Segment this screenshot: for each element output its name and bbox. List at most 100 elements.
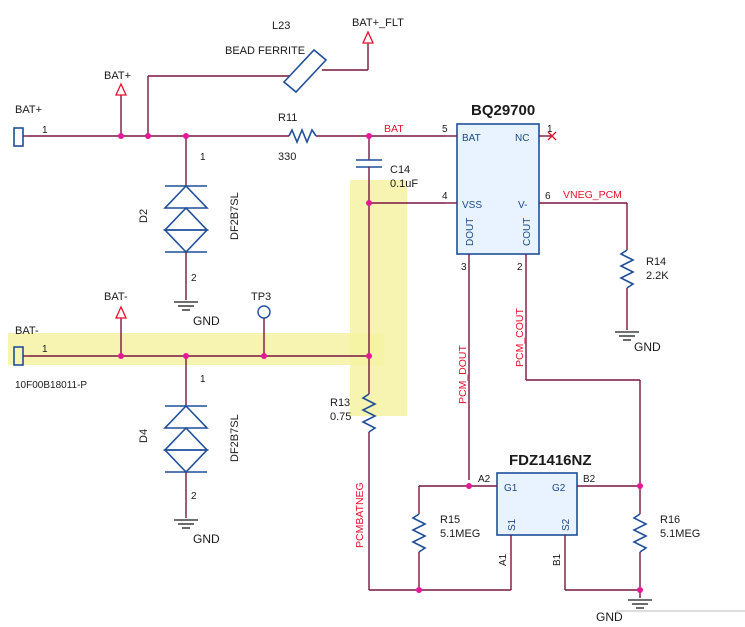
bq-pinnum-cout: 2 bbox=[517, 262, 523, 273]
junction bbox=[118, 133, 124, 139]
highlight-sense-column bbox=[350, 180, 407, 416]
fdz-pin-g2: G2 bbox=[552, 483, 566, 494]
junction bbox=[637, 587, 643, 593]
connector-pos-label: BAT+ bbox=[15, 104, 42, 116]
ground-d2: GND bbox=[174, 301, 220, 328]
resistor-r15: R15 5.1MEG bbox=[411, 486, 480, 590]
d2-ref: D2 bbox=[138, 209, 150, 223]
fdz-pinnum-b1: B1 bbox=[552, 553, 563, 566]
resistor-r16: R16 5.1MEG bbox=[632, 486, 700, 598]
r14-ref: R14 bbox=[646, 256, 666, 268]
net-pcm-dout: PCM_DOUT bbox=[457, 344, 469, 404]
bat-plus-port-label: BAT+ bbox=[104, 70, 131, 82]
fdz-pinnum-b2: B2 bbox=[583, 474, 596, 485]
net-vneg-pcm: VNEG_PCM bbox=[563, 189, 622, 201]
resistor-r11: R11 330 bbox=[278, 112, 317, 163]
power-port-bat-plus-flt: BAT+_FLT bbox=[352, 17, 404, 44]
r16-ref: R16 bbox=[660, 514, 680, 526]
power-port-bat-minus: BAT- bbox=[104, 291, 128, 319]
ferrite-ref: L23 bbox=[272, 20, 290, 32]
c14-value: 0.1uF bbox=[390, 178, 418, 190]
bq-pin-cout: COUT bbox=[522, 218, 533, 246]
power-port-bat-plus: BAT+ bbox=[104, 70, 131, 96]
junction bbox=[183, 353, 189, 359]
ground-d4: GND bbox=[174, 519, 220, 546]
fdz-pin-s2: S2 bbox=[561, 518, 572, 531]
bq-pinnum-nc: 1 bbox=[547, 124, 553, 135]
connector-part: 10F00B18011-P bbox=[15, 380, 87, 391]
r15-value: 5.1MEG bbox=[440, 528, 480, 540]
net-bat: BAT bbox=[384, 123, 404, 135]
bq-pinnum-dout: 3 bbox=[461, 262, 467, 273]
junction bbox=[366, 353, 372, 359]
ground-label-d2: GND bbox=[193, 314, 220, 328]
net-pcmbatneg: PCMBATNEG bbox=[354, 482, 366, 548]
r15-ref: R15 bbox=[440, 514, 460, 526]
d4-part: DF2B7SL bbox=[229, 414, 241, 462]
resistor-r14: VNEG_PCM R14 2.2K bbox=[560, 189, 669, 330]
r16-value: 5.1MEG bbox=[660, 528, 700, 540]
ground-label-fdz: GND bbox=[596, 610, 623, 624]
fdz-pin-g1: G1 bbox=[504, 483, 518, 494]
d2-pin2: 2 bbox=[191, 273, 197, 284]
junction bbox=[145, 133, 151, 139]
junction bbox=[261, 353, 267, 359]
fdz-pin-s1: S1 bbox=[507, 518, 518, 531]
bq-pin-vminus: V- bbox=[518, 200, 527, 211]
top-rail-wires bbox=[29, 43, 445, 180]
ic-fdz1416nz: FDZ1416NZ G1 G2 S1 S2 A2 B2 A1 B1 bbox=[419, 452, 640, 591]
bq-pin-vss: VSS bbox=[462, 200, 482, 211]
fdz-pinnum-a1: A1 bbox=[498, 553, 509, 566]
bq-pinnum-vminus: 6 bbox=[545, 191, 551, 202]
connector-bat-minus: BAT- 1 10F00B18011-P bbox=[13, 325, 87, 391]
ground-label-r14: GND bbox=[634, 340, 661, 354]
d2-part: DF2B7SL bbox=[229, 192, 241, 240]
junction bbox=[366, 200, 372, 206]
d2-pin1: 1 bbox=[200, 152, 206, 163]
diode-d4: 1 2 D4 DF2B7SL bbox=[138, 374, 241, 518]
connector-pos-pin: 1 bbox=[42, 125, 48, 136]
highlight-regions bbox=[8, 180, 407, 416]
ic-bq29700: BQ29700 BAT NC VSS V- DOUT COUT 5 1 4 6 … bbox=[442, 102, 560, 480]
fdz-part: FDZ1416NZ bbox=[509, 452, 592, 469]
junction bbox=[366, 133, 372, 139]
junction bbox=[118, 353, 124, 359]
r14-value: 2.2K bbox=[646, 270, 669, 282]
c14-ref: C14 bbox=[390, 164, 410, 176]
bq-pin-dout: DOUT bbox=[465, 218, 476, 246]
ferrite-bead-l23: L23 BEAD FERRITE bbox=[225, 20, 328, 94]
ground-fdz: GND bbox=[596, 599, 745, 624]
connector-neg-label: BAT- bbox=[15, 325, 39, 337]
d4-pin2: 2 bbox=[191, 491, 197, 502]
bq-pin-nc: NC bbox=[515, 133, 529, 144]
junction-dots bbox=[118, 133, 643, 593]
bat-minus-port-label: BAT- bbox=[104, 291, 128, 303]
bq-part: BQ29700 bbox=[471, 102, 535, 119]
r11-value: 330 bbox=[278, 151, 296, 163]
junction bbox=[416, 587, 422, 593]
resistor-r13: R13 0.75 PCMBATNEG bbox=[330, 393, 377, 590]
r13-ref: R13 bbox=[330, 397, 350, 409]
tp3-ref: TP3 bbox=[251, 291, 271, 303]
fdz-pinnum-a2: A2 bbox=[478, 474, 491, 485]
bat-plus-flt-label: BAT+_FLT bbox=[352, 17, 404, 29]
diode-d2: 1 2 D2 DF2B7SL bbox=[138, 152, 241, 300]
connector-neg-pin: 1 bbox=[42, 344, 48, 355]
ground-label-d4: GND bbox=[193, 532, 220, 546]
bat-minus-rail-wires bbox=[29, 318, 369, 400]
d4-pin1: 1 bbox=[200, 374, 206, 385]
ferrite-value: BEAD FERRITE bbox=[225, 45, 305, 57]
junction bbox=[637, 483, 643, 489]
test-point-tp3: TP3 bbox=[251, 291, 271, 319]
r11-ref: R11 bbox=[278, 112, 297, 124]
ground-r14: GND bbox=[615, 331, 661, 354]
r13-value: 0.75 bbox=[330, 411, 351, 423]
junction bbox=[466, 483, 472, 489]
bq-pinnum-bat: 5 bbox=[442, 124, 448, 135]
junction bbox=[183, 133, 189, 139]
net-pcm-cout: PCM_COUT bbox=[514, 307, 526, 367]
bq-pin-bat: BAT bbox=[462, 133, 481, 144]
connector-bat-plus: BAT+ 1 bbox=[13, 104, 48, 147]
bq-pinnum-vss: 4 bbox=[442, 191, 448, 202]
